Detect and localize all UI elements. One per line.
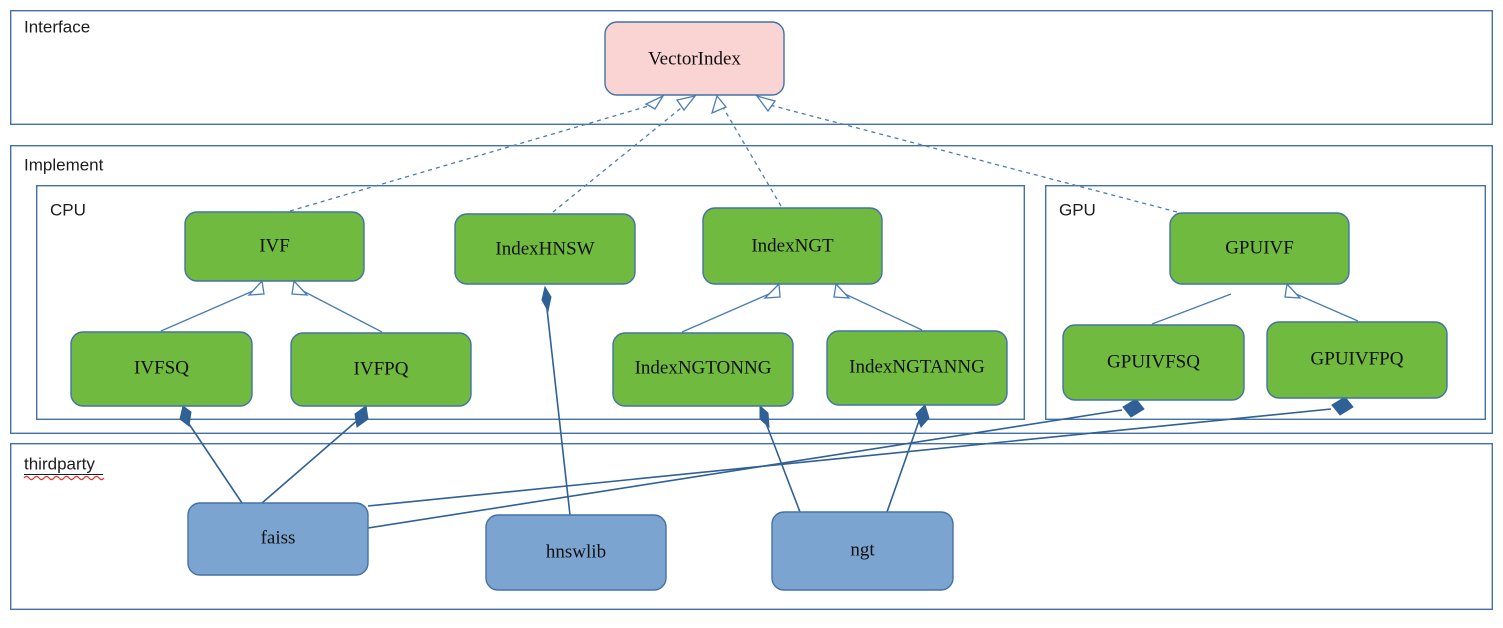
node-gpuivfpq-rect[interactable] xyxy=(1266,321,1448,399)
node-indexngtanng[interactable]: IndexNGTANNG xyxy=(826,330,1008,406)
node-gpuivfpq-label: GPUIVFPQ xyxy=(1311,348,1404,369)
edge-gpuivf-to-vectorindex xyxy=(765,103,1178,213)
edge-ngt-to-indexngtanng xyxy=(886,417,921,513)
node-ivfsq-label: IVFSQ xyxy=(134,357,189,378)
arrowhead-indexngt-to-vectorindex xyxy=(710,94,728,115)
node-indexngtonng[interactable]: IndexNGTONNG xyxy=(612,332,794,407)
thirdparty-spellcheck-squiggle xyxy=(23,475,105,481)
node-ngt-rect[interactable] xyxy=(771,511,954,591)
diamond-hnswlib-to-indexhnsw xyxy=(541,285,552,313)
edge-faiss-to-ivfpq xyxy=(261,418,360,504)
edge-indexngt-to-vectorindex xyxy=(720,103,782,207)
node-gpuivfpq[interactable]: GPUIVFPQ xyxy=(1266,321,1448,399)
container-label-cpu: CPU xyxy=(50,200,86,219)
edge-ivfpq-to-ivf xyxy=(302,290,383,333)
node-hnswlib-rect[interactable] xyxy=(485,514,667,591)
edge-indexngtonng-to-indexngt xyxy=(681,293,770,333)
node-ivf-rect[interactable] xyxy=(184,211,365,282)
diamond-faiss-to-gpuivfsq xyxy=(1122,398,1145,418)
node-indexngt-label: IndexNGT xyxy=(751,235,834,256)
node-group: VectorIndex IVF IndexHNSW IndexNGT GPUIV… xyxy=(70,21,1448,591)
diamond-ngt-to-indexngtonng xyxy=(759,404,770,429)
edge-group-realization xyxy=(289,94,1178,213)
node-indexngtonng-rect[interactable] xyxy=(612,332,794,407)
node-indexhnsw-rect[interactable] xyxy=(454,213,636,285)
node-vectorindex-rect[interactable] xyxy=(604,21,785,96)
node-faiss-label: faiss xyxy=(261,527,296,548)
node-faiss[interactable]: faiss xyxy=(187,502,369,576)
arrowhead-indexngtonng-to-indexngt xyxy=(763,282,781,299)
edge-indexngtanng-to-indexngt xyxy=(844,293,923,331)
node-gpuivf-label: GPUIVF xyxy=(1225,237,1294,258)
node-ivfpq-label: IVFPQ xyxy=(354,358,409,379)
edge-ivfsq-to-ivf xyxy=(160,290,254,332)
node-indexngtonng-label: IndexNGTONNG xyxy=(635,357,772,378)
node-gpuivf-rect[interactable] xyxy=(1169,212,1350,285)
node-indexngtanng-label: IndexNGTANNG xyxy=(849,356,985,377)
node-indexngt[interactable]: IndexNGT xyxy=(702,207,883,285)
edge-faiss-to-ivfsq xyxy=(184,417,243,504)
node-indexngt-rect[interactable] xyxy=(702,207,883,285)
edge-hnswlib-to-indexhnsw xyxy=(545,299,571,516)
container-label-thirdparty: thirdparty xyxy=(24,454,95,473)
container-label-implement: Implement xyxy=(24,155,104,174)
node-ngt[interactable]: ngt xyxy=(771,511,954,591)
node-faiss-rect[interactable] xyxy=(187,502,369,576)
node-indexngtanng-rect[interactable] xyxy=(826,330,1008,406)
node-hnswlib-label: hnswlib xyxy=(546,541,606,562)
node-ivfsq-rect[interactable] xyxy=(70,331,253,407)
container-label-gpu: GPU xyxy=(1059,200,1096,219)
arrowhead-ivfsq-to-ivf xyxy=(247,279,265,296)
diamond-faiss-to-gpuivfpq xyxy=(1331,396,1354,416)
node-hnswlib[interactable]: hnswlib xyxy=(485,514,667,591)
diamond-ngt-to-indexngtanng xyxy=(915,404,930,428)
edge-group-composition xyxy=(179,285,1354,529)
node-ivfpq-rect[interactable] xyxy=(290,332,472,407)
node-ngt-label: ngt xyxy=(850,539,875,560)
arrowhead-ivfpq-to-ivf xyxy=(291,279,309,296)
node-gpuivf[interactable]: GPUIVF xyxy=(1169,212,1350,285)
node-ivfpq[interactable]: IVFPQ xyxy=(290,332,472,407)
arrowhead-indexhnsw-to-vectorindex xyxy=(675,94,697,112)
edge-faiss-to-gpuivfpq xyxy=(367,408,1332,507)
node-vectorindex-label: VectorIndex xyxy=(648,48,741,69)
edge-gpuivfsq-to-gpuivf xyxy=(1151,293,1232,325)
arrowhead-gpuivfpq-to-gpuivf xyxy=(1284,282,1302,299)
edge-group-inheritance xyxy=(160,279,1359,333)
edge-ngt-to-indexngtonng xyxy=(763,417,801,513)
edge-gpuivfpq-to-gpuivf xyxy=(1295,293,1359,322)
node-indexhnsw-label: IndexHNSW xyxy=(495,238,594,259)
node-ivf-label: IVF xyxy=(259,235,290,256)
node-ivf[interactable]: IVF xyxy=(184,211,365,282)
node-gpuivfsq[interactable]: GPUIVFSQ xyxy=(1062,324,1245,401)
node-vectorindex[interactable]: VectorIndex xyxy=(604,21,785,96)
container-label-interface: Interface xyxy=(24,17,90,36)
node-ivfsq[interactable]: IVFSQ xyxy=(70,331,253,407)
arrowhead-ivf-to-vectorindex xyxy=(644,94,665,110)
arrowhead-gpuivf-to-vectorindex xyxy=(755,94,777,113)
node-gpuivfsq-label: GPUIVFSQ xyxy=(1107,351,1200,372)
node-indexhnsw[interactable]: IndexHNSW xyxy=(454,213,636,285)
diamond-faiss-to-ivfsq xyxy=(179,405,192,427)
edge-faiss-to-gpuivfsq xyxy=(367,409,1123,529)
arrowhead-indexngtanng-to-indexngt xyxy=(833,282,851,299)
node-gpuivfsq-rect[interactable] xyxy=(1062,324,1245,401)
diamond-faiss-to-ivfpq xyxy=(354,405,369,428)
